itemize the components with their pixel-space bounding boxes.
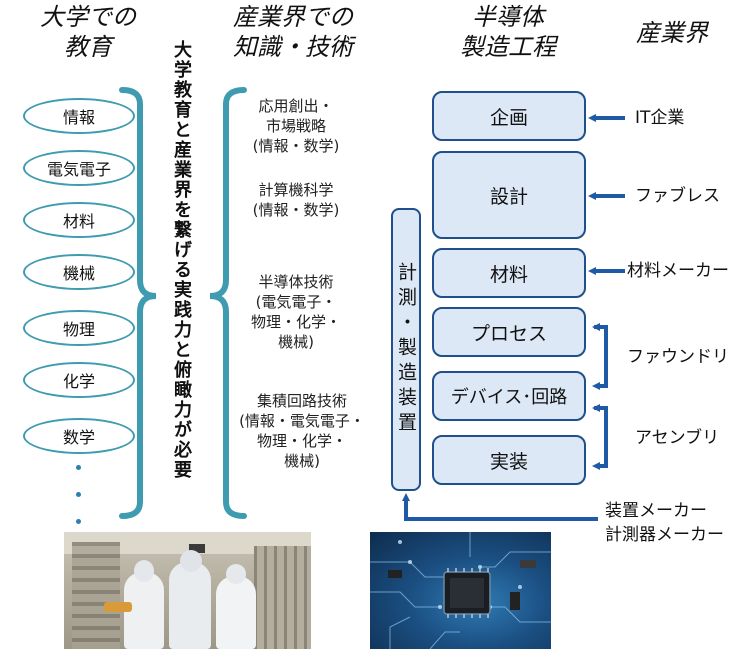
industry-assembly: アセンブリ xyxy=(635,428,720,448)
process-box-planning: 企画 xyxy=(432,91,586,141)
header-process: 半導体 製造工程 xyxy=(460,3,556,61)
process-box-device-circuit: デバイス･回路 xyxy=(432,371,586,421)
process-box-design: 設計 xyxy=(432,151,586,239)
arrow-foundry xyxy=(592,325,608,390)
subject-oval: 情報 xyxy=(23,98,135,134)
circuit-board-photo xyxy=(370,532,551,649)
measurement-equipment-box: 計測・製造装置 xyxy=(391,208,421,491)
industry-it: IT企業 xyxy=(635,108,685,128)
industry-materials: 材料メーカー xyxy=(627,261,729,281)
ellipsis-dot xyxy=(76,492,81,497)
bridge-statement: 大学教育と産業界を繋げる実践力と俯瞰力が必要 xyxy=(171,40,192,480)
process-box-materials: 材料 xyxy=(432,248,586,298)
ellipsis-dot xyxy=(76,465,81,470)
subject-oval: 化学 xyxy=(23,362,135,398)
cleanroom-photo xyxy=(64,532,311,649)
header-industry: 産業界 xyxy=(636,19,708,47)
knowledge-item: 応用創出・ 市場戦略 (情報・数学) xyxy=(252,97,340,155)
industry-equipment: 装置メーカー 計測器メーカー xyxy=(605,501,724,545)
process-box-process: プロセス xyxy=(432,307,586,357)
header-knowledge: 産業界での 知識・技術 xyxy=(233,3,353,61)
subject-oval: 電気電子 xyxy=(23,150,135,186)
subject-oval: 機械 xyxy=(23,254,135,290)
ellipsis-dot xyxy=(76,519,81,524)
subject-oval: 数学 xyxy=(23,418,135,454)
measurement-equipment-label: 計測・製造装置 xyxy=(395,262,417,437)
process-box-packaging: 実装 xyxy=(432,435,586,485)
knowledge-item: 半導体技術 (電気電子・ 物理・化学・ 機械) xyxy=(250,273,341,351)
subject-oval: 物理 xyxy=(23,310,135,346)
arrow-equipment xyxy=(402,493,598,521)
subject-oval: 材料 xyxy=(23,202,135,238)
brace-right xyxy=(119,87,157,519)
knowledge-item: 計算機科学 (情報・数学) xyxy=(252,181,340,219)
header-university: 大学での 教育 xyxy=(40,3,136,61)
industry-fabless: ファブレス xyxy=(635,186,720,206)
arrow-assembly xyxy=(592,406,608,470)
industry-foundry: ファウンドリ xyxy=(627,347,729,367)
knowledge-item: 集積回路技術 (情報・電気電子・ 物理・化学・ 機械) xyxy=(239,392,365,470)
